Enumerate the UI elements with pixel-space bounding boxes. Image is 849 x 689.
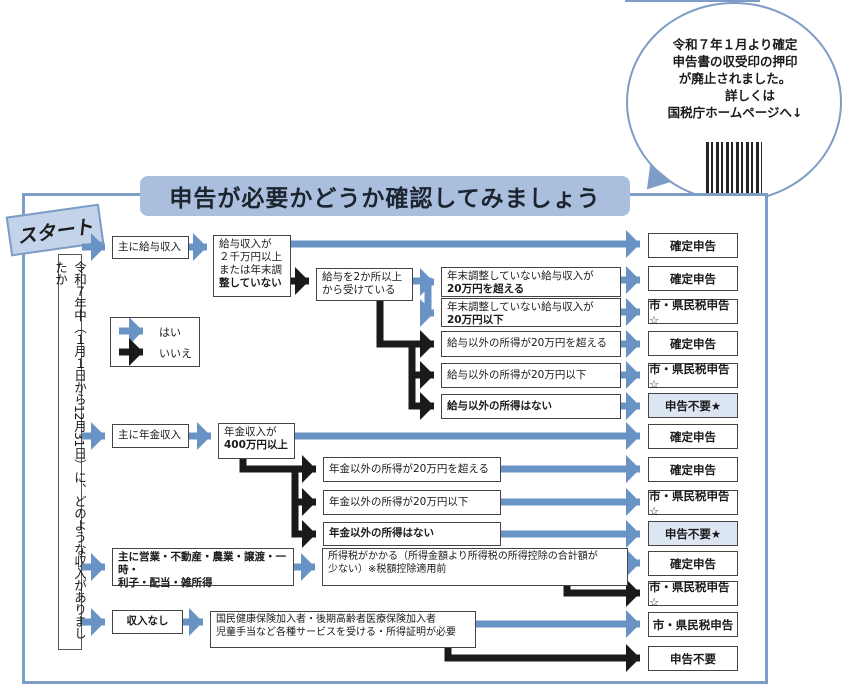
box-line: 児童手当など各種サービスを受ける・所得証明が必要 bbox=[216, 626, 456, 638]
no-arrow bbox=[408, 344, 434, 389]
business-income-box: 主に営業・不動産・農業・譲渡・一時・ 利子・配当・雑所得 bbox=[112, 548, 294, 589]
result-box: 申告不要★ bbox=[648, 393, 738, 418]
box-line: または年末調 bbox=[219, 264, 282, 277]
box-line: ２千万円以上 bbox=[219, 251, 282, 264]
no-income-q1-box: 国民健康保険加入者・後期高齢者医療保険加入者 児童手当など各種サービスを受ける・… bbox=[210, 611, 476, 648]
business-q1-box: 所得税がかかる（所得金額より所得税の所得控除の合計額が 少ない）※税額控除適用前 bbox=[322, 548, 628, 586]
result-box: 確定申告 bbox=[648, 457, 738, 482]
no-arrow bbox=[291, 502, 316, 548]
result-box: 確定申告 bbox=[648, 551, 738, 576]
notice-text: 令和７年１月より確定 申告書の収受印の押印 が廃止されました。 詳しくは 国税庁… bbox=[640, 36, 830, 121]
result-box: 市・県民税申告☆ bbox=[648, 362, 738, 391]
box-line: 所得税がかかる（所得金額より所得税の所得控除の合計額が bbox=[328, 551, 598, 562]
result-box: 確定申告 bbox=[648, 331, 738, 356]
result-box: 申告不要★ bbox=[648, 521, 738, 546]
result-box: 市・県民税申告 bbox=[648, 612, 738, 637]
box-line: 年金収入が bbox=[224, 426, 277, 438]
pension-opt1-box: 年金以外の所得が20万円を超える bbox=[323, 457, 501, 482]
pension-opt2-box: 年金以外の所得が20万円以下 bbox=[323, 490, 501, 515]
salary-opt1-box: 年末調整していない給与収入が 20万円を超える bbox=[441, 267, 621, 297]
salary-opt2-box: 年末調整していない給与収入が 20万円以下 bbox=[441, 298, 621, 327]
no-arrow bbox=[563, 579, 640, 607]
box-line: から受けている bbox=[322, 284, 396, 297]
pension-opt3-box: 年金以外の所得はない bbox=[323, 522, 501, 546]
box-line: 給与を2か所以上 bbox=[322, 271, 403, 283]
no-arrow bbox=[444, 644, 640, 672]
result-box: 申告不要 bbox=[648, 646, 738, 671]
result-box: 市・県民税申告☆ bbox=[648, 298, 738, 327]
notice-line: 令和７年１月より確定 bbox=[672, 37, 798, 52]
box-line: 20万円を超える bbox=[447, 282, 525, 295]
pension-income-box: 主に年金収入 bbox=[112, 424, 189, 448]
yes-arrow bbox=[420, 281, 434, 327]
box-line: 整していない bbox=[219, 277, 282, 290]
pension-q1-box: 年金収入が 400万円以上 bbox=[218, 423, 295, 459]
result-box: 確定申告 bbox=[648, 424, 738, 449]
box-line: 少ない）※税額控除適用前 bbox=[328, 563, 447, 575]
notice-line: 国税庁ホームページへ↓ bbox=[667, 105, 803, 120]
salary-opt5-box: 給与以外の所得はない bbox=[441, 394, 621, 419]
no-arrow bbox=[291, 469, 316, 516]
legend-no-label: いいえ bbox=[159, 347, 192, 360]
qr-code-icon[interactable] bbox=[706, 142, 762, 198]
box-line: 20万円以下 bbox=[447, 313, 504, 326]
box-line: 年末調整していない給与収入が bbox=[447, 301, 594, 313]
no-arrow bbox=[239, 455, 316, 483]
salary-q1-box: 給与収入が ２千万円以上 または年末調 整していない bbox=[213, 235, 291, 297]
box-line: 利子・配当・雑所得 bbox=[118, 577, 213, 590]
result-box: 確定申告 bbox=[648, 233, 738, 258]
salary-q2-box: 給与を2か所以上 から受けている bbox=[316, 268, 413, 301]
box-line: 給与収入が bbox=[219, 238, 272, 250]
no-arrow bbox=[376, 300, 434, 358]
no-income-box: 収入なし bbox=[112, 610, 183, 634]
result-box: 市・県民税申告☆ bbox=[648, 489, 738, 518]
salary-opt3-box: 給与以外の所得が20万円を超える bbox=[441, 331, 621, 357]
box-line: 主に営業・不動産・農業・譲渡・一時・ bbox=[118, 551, 286, 577]
no-arrow bbox=[408, 375, 434, 420]
salary-income-box: 主に給与収入 bbox=[112, 236, 189, 259]
salary-opt4-box: 給与以外の所得が20万円以下 bbox=[441, 363, 621, 388]
top-rule bbox=[625, 0, 760, 2]
result-box: 市・県民税申告☆ bbox=[648, 580, 738, 609]
legend-yes-label: はい bbox=[159, 326, 181, 339]
box-line: 国民健康保険加入者・後期高齢者医療保険加入者 bbox=[216, 614, 436, 625]
box-line: 年末調整していない給与収入が bbox=[447, 270, 594, 282]
box-line: 400万円以上 bbox=[224, 439, 288, 452]
page-title: 申告が必要かどうか確認してみましょう bbox=[140, 176, 630, 216]
notice-line: 申告書の収受印の押印 bbox=[672, 54, 798, 69]
result-box: 確定申告 bbox=[648, 266, 738, 291]
notice-line: が廃止されました。 bbox=[678, 71, 792, 86]
notice-line: 詳しくは bbox=[724, 88, 775, 103]
legend: はい いいえ bbox=[110, 317, 200, 367]
